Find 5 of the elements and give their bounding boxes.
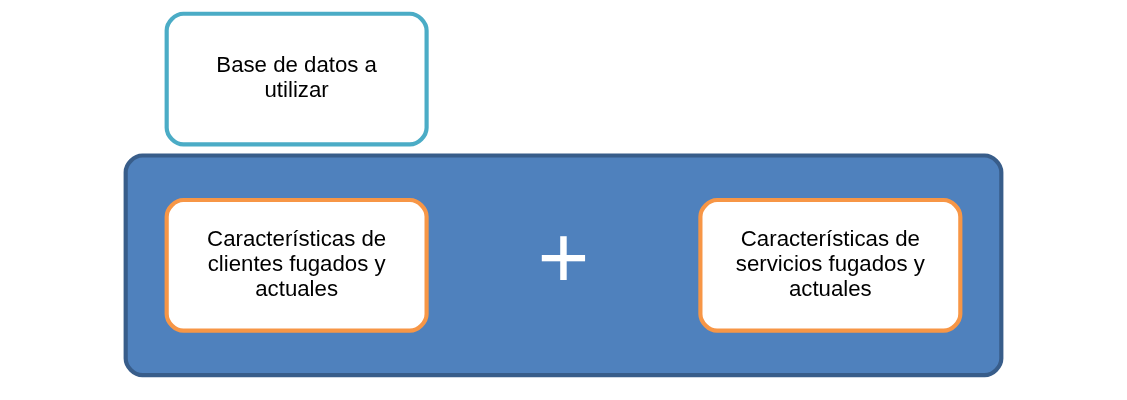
node-box: Características de servicios fugados y actuales	[698, 197, 963, 333]
node-box: Características de clientes fugados y actuales	[164, 197, 429, 333]
label: +	[537, 206, 590, 307]
node-box: Base de datos a utilizar	[164, 11, 429, 147]
cluster	[123, 153, 1004, 378]
